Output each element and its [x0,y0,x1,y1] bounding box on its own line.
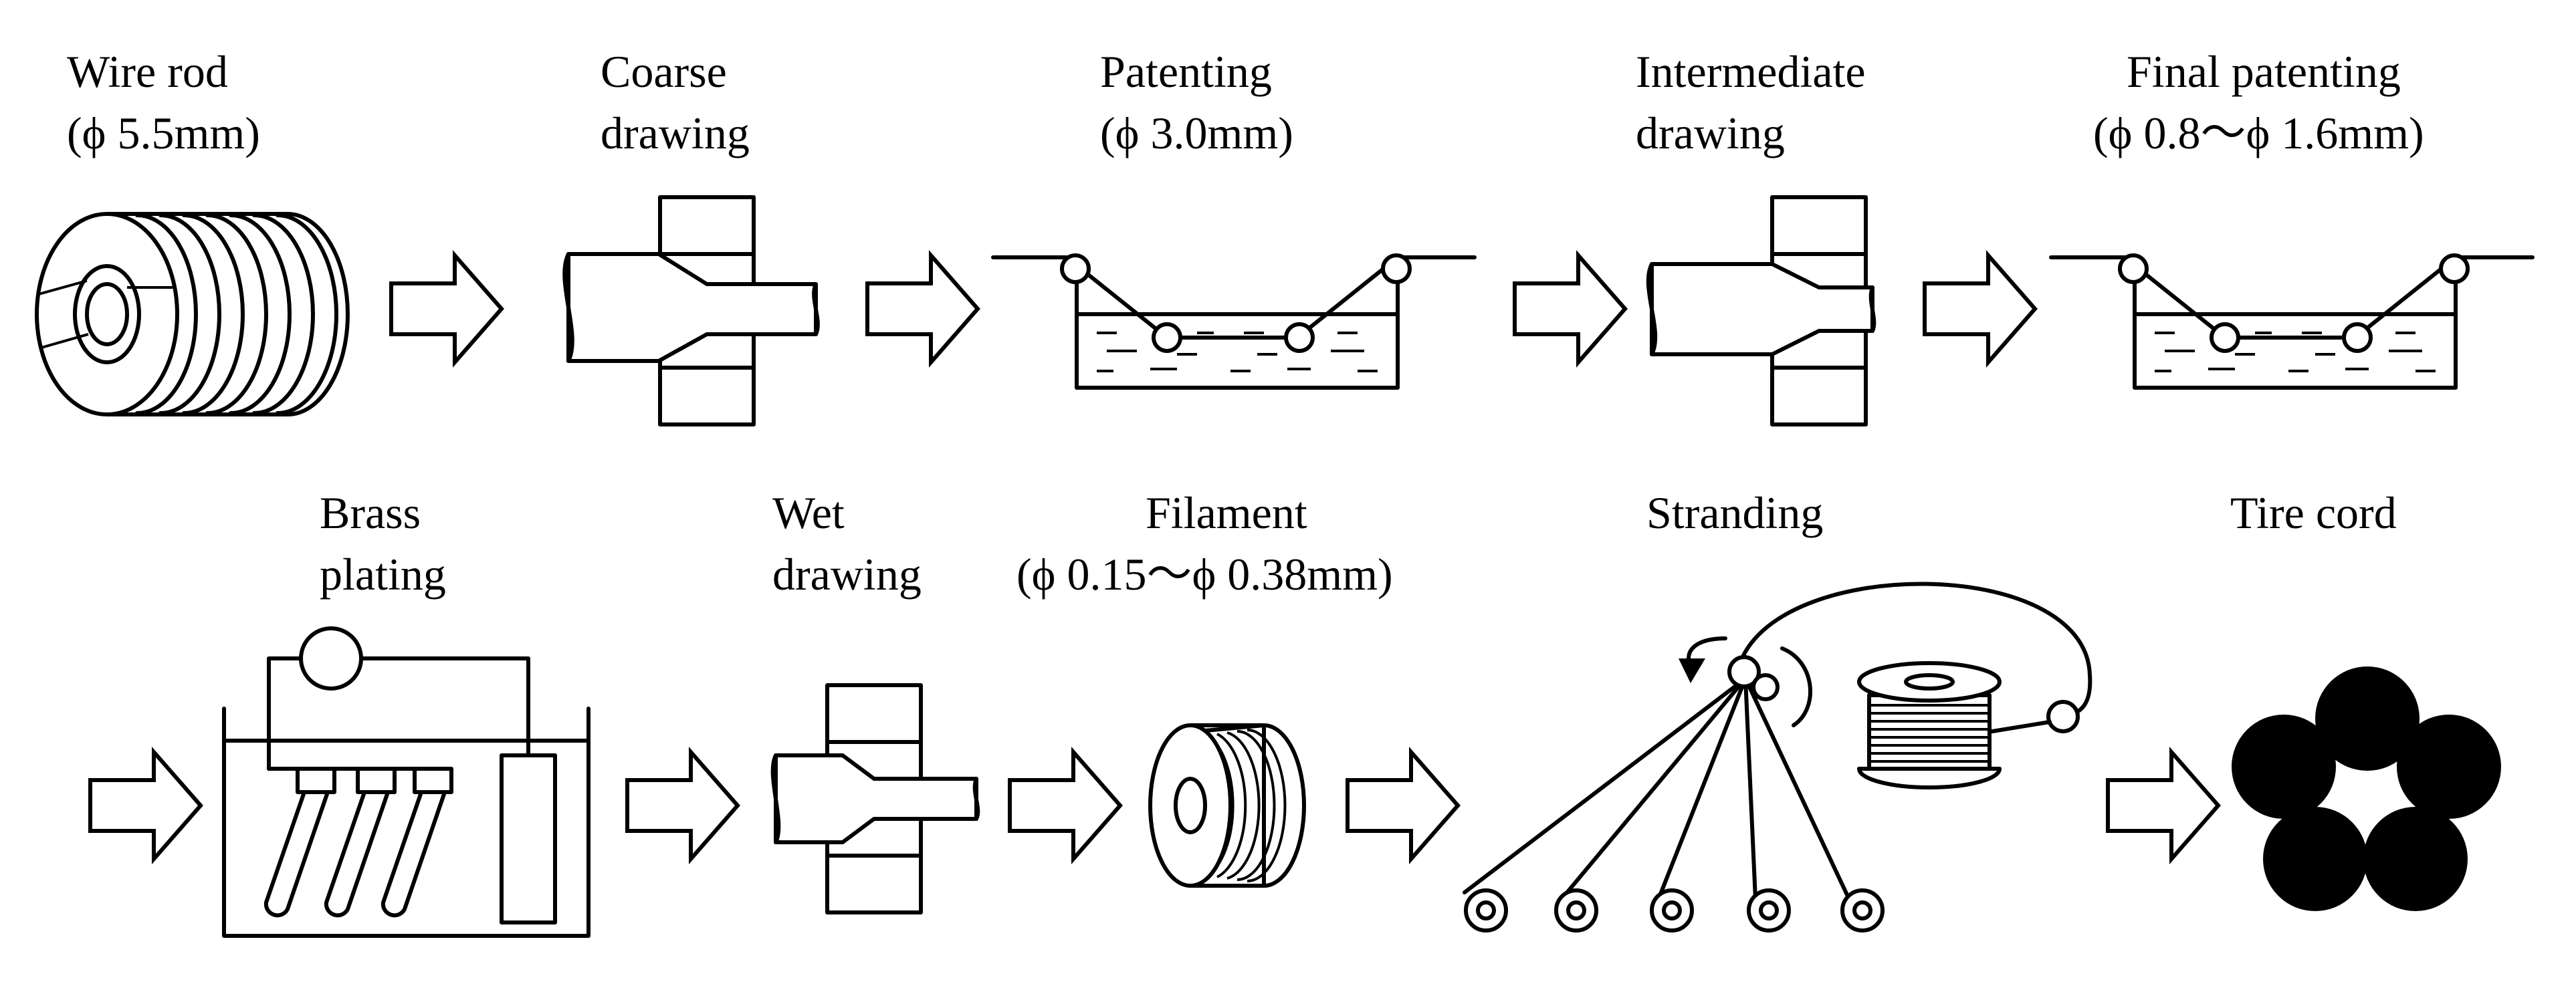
intermediate-drawing-die-icon [1646,197,1876,424]
flow-arrow-icon [1010,752,1120,859]
flow-arrow-icon [391,255,502,362]
final-patenting-diameter-label: (ϕ 0.8〜ϕ 1.6mm) [2093,108,2424,158]
intermediate-drawing-label: Intermediate [1636,46,1866,97]
wire-rod-label: Wire rod [67,46,228,97]
stranding-machine-icon [1463,582,2092,933]
flow-arrow-icon [1925,255,2035,362]
filament-spool-icon [1148,723,1306,888]
wire-rod-coil-icon [35,212,350,416]
patenting-diameter-label: (ϕ 3.0mm) [1100,108,1293,158]
filament-label: Filament [1146,487,1307,538]
patenting-label: Patenting [1100,46,1272,97]
flow-arrow-icon [1515,255,1625,362]
final-patenting-label: Final patenting [2127,46,2401,97]
wet-drawing-label: Wet [772,487,845,538]
wet-drawing-die-icon [770,685,980,912]
flow-arrow-icon [627,752,738,859]
filament-diameter-label: (ϕ 0.15〜ϕ 0.38mm) [1016,549,1393,600]
brass-plating-label: Brass [320,487,421,538]
intermediate-drawing-label-2: drawing [1636,108,1785,158]
wet-drawing-label-2: drawing [772,549,922,600]
tire-cord-cross-section-icon [2232,666,2501,911]
flow-arrow-icon [1348,752,1458,859]
final-patenting-bath-icon [2049,253,2535,390]
coarse-drawing-die-icon [562,197,820,424]
patenting-bath-icon [991,253,1477,390]
coarse-drawing-label: Coarse [601,46,727,97]
bobbin-row [1464,888,1885,933]
flow-arrow-icon [867,255,978,362]
flow-arrow-icon [2108,752,2218,859]
wire-rod-diameter-label: (ϕ 5.5mm) [67,108,260,158]
brass-plating-bath-icon [222,626,591,938]
coarse-drawing-label-2: drawing [601,108,750,158]
brass-plating-label-2: plating [320,549,446,600]
stranding-label: Stranding [1646,487,1823,538]
flow-arrow-icon [90,752,201,859]
tire-cord-label: Tire cord [2230,487,2397,538]
